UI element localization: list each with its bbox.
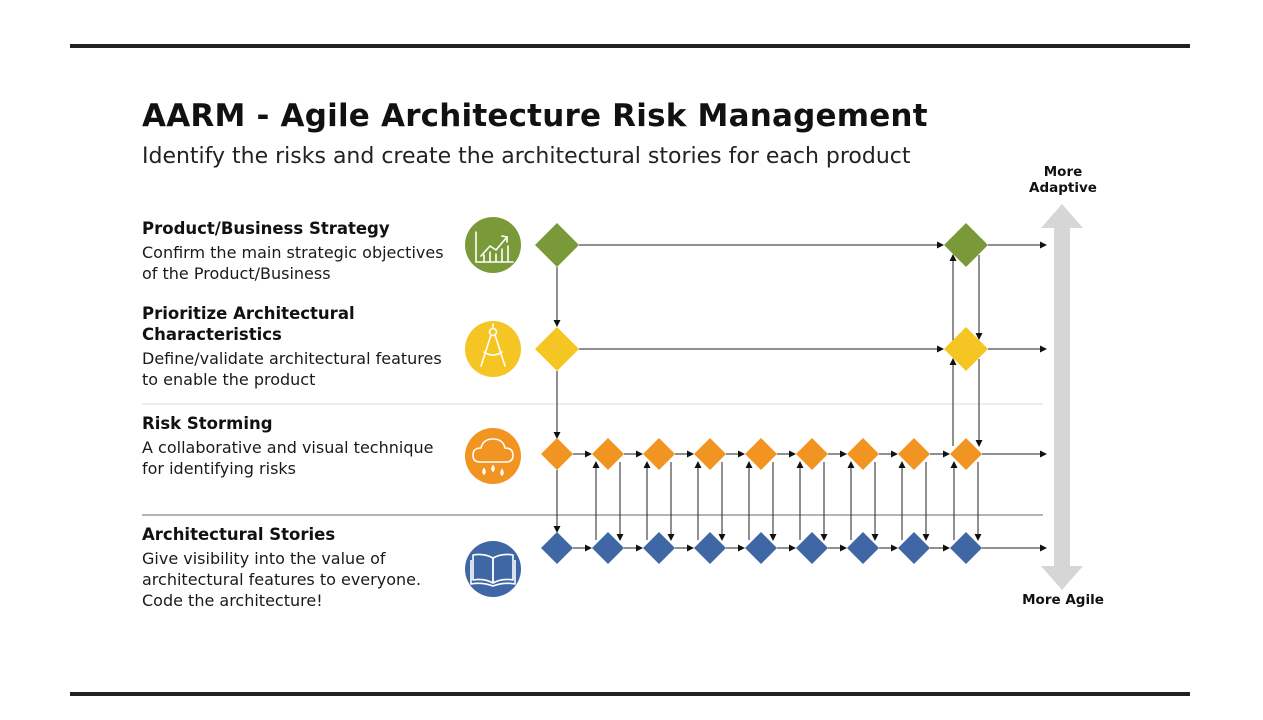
diamond-node — [643, 532, 675, 564]
row-characteristics: Prioritize Architectural Characteristics… — [142, 303, 462, 390]
diamond-node — [950, 438, 982, 470]
row-heading: Architectural Stories — [142, 525, 336, 544]
compass-icon — [465, 321, 521, 377]
diamond-node — [847, 438, 879, 470]
diamond-node — [694, 438, 726, 470]
row-heading: Prioritize Architectural Characteristics — [142, 304, 355, 344]
open-book-icon — [465, 541, 521, 597]
row-risk-storming: Risk Storming A collaborative and visual… — [142, 413, 462, 479]
page-subtitle: Identify the risks and create the archit… — [142, 144, 911, 169]
adaptive-agile-axis-arrow — [1041, 204, 1083, 590]
diamond-node — [535, 223, 579, 267]
diamond-node — [592, 532, 624, 564]
diamond-node — [535, 327, 579, 371]
storm-cloud-icon — [465, 428, 521, 484]
page-title: AARM - Agile Architecture Risk Managemen… — [142, 98, 928, 134]
diamond-node — [796, 438, 828, 470]
row-description: A collaborative and visual technique for… — [142, 438, 434, 478]
diamond-node — [541, 438, 573, 470]
diamond-node — [944, 223, 988, 267]
row-description: Define/validate architectural features t… — [142, 349, 442, 389]
diamond-node — [592, 438, 624, 470]
row-heading: Product/Business Strategy — [142, 219, 390, 238]
diamond-node — [796, 532, 828, 564]
diamond-node — [745, 532, 777, 564]
row-description: Give visibility into the value of archit… — [142, 549, 422, 610]
diamond-node — [898, 532, 930, 564]
top-rule — [70, 44, 1190, 48]
row-heading: Risk Storming — [142, 414, 273, 433]
row-strategy: Product/Business Strategy Confirm the ma… — [142, 218, 462, 284]
row-description: Confirm the main strategic objectives of… — [142, 243, 444, 283]
diamond-node — [745, 438, 777, 470]
diamond-node — [694, 532, 726, 564]
diamond-node — [950, 532, 982, 564]
more-adaptive-label: More Adaptive — [1029, 164, 1097, 196]
diamond-node — [643, 438, 675, 470]
diamond-node — [898, 438, 930, 470]
diamond-node — [541, 532, 573, 564]
diamond-node — [944, 327, 988, 371]
more-agile-label: More Agile — [1022, 592, 1104, 608]
growth-chart-icon — [465, 217, 521, 273]
diamond-node — [847, 532, 879, 564]
row-arch-stories: Architectural Stories Give visibility in… — [142, 524, 462, 611]
bottom-rule — [70, 692, 1190, 696]
